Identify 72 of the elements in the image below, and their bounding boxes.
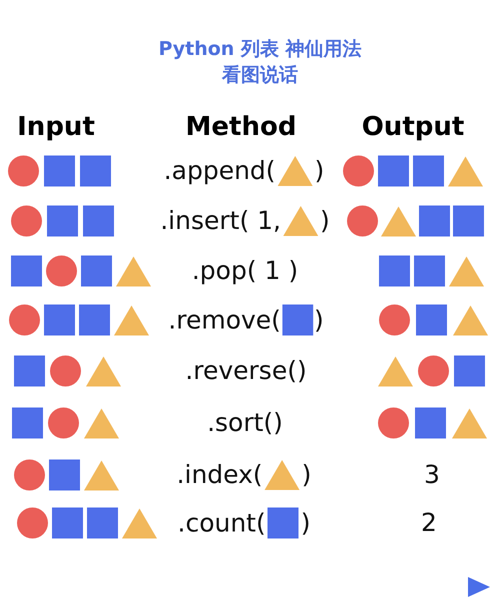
square-icon: [81, 256, 112, 286]
closing-paren: ): [314, 305, 324, 335]
square-icon: [379, 256, 410, 286]
square-icon: [44, 304, 75, 336]
square-icon: [52, 508, 83, 538]
triangle-icon: [116, 256, 151, 286]
closing-paren: ): [300, 508, 310, 538]
circle-icon: [347, 206, 378, 236]
column-header: Method: [186, 111, 296, 144]
closing-paren: ): [314, 156, 324, 186]
circle-icon: [17, 508, 48, 538]
circle-icon: [9, 304, 40, 336]
triangle-icon: [84, 460, 119, 490]
circle-icon: [418, 356, 449, 386]
method-name: .count(: [178, 508, 266, 538]
closing-paren: ): [320, 206, 330, 236]
column-header: Output: [362, 111, 464, 144]
square-icon: [416, 304, 447, 336]
square-icon: [413, 156, 444, 186]
square-icon: [282, 304, 313, 336]
triangle-icon: [453, 305, 488, 335]
square-icon: [268, 508, 299, 538]
circle-icon: [378, 408, 409, 438]
triangle-icon: [452, 408, 487, 438]
square-icon: [80, 156, 111, 186]
square-icon: [79, 304, 110, 336]
square-icon: [14, 356, 45, 386]
result-value: 2: [421, 508, 437, 538]
triangle-icon: [448, 156, 483, 186]
title: Python 列表 神仙用法: [158, 37, 362, 62]
subtitle: 看图说话: [222, 63, 298, 88]
square-icon: [49, 460, 80, 490]
triangle-icon: [122, 508, 157, 538]
method-name: .append(: [164, 156, 276, 186]
square-icon: [453, 206, 484, 236]
triangle-icon: [86, 356, 121, 386]
triangle-icon: [283, 206, 318, 236]
square-icon: [44, 156, 75, 186]
triangle-icon: [449, 256, 484, 286]
circle-icon: [46, 256, 77, 286]
square-icon: [414, 256, 445, 286]
square-icon: [11, 256, 42, 286]
circle-icon: [50, 356, 81, 386]
triangle-icon: [278, 156, 313, 186]
result-value: 3: [424, 460, 440, 490]
column-header: Input: [17, 111, 95, 144]
method-name: .index(: [176, 460, 263, 490]
square-icon: [454, 356, 485, 386]
circle-icon: [14, 460, 45, 490]
square-icon: [419, 206, 450, 236]
method-name: .reverse(): [185, 356, 307, 386]
method-name: .insert( 1,: [160, 206, 281, 236]
square-icon: [415, 408, 446, 438]
method-name: .remove(: [168, 305, 281, 335]
method-name: .sort(): [207, 408, 283, 438]
circle-icon: [343, 156, 374, 186]
circle-icon: [8, 156, 39, 186]
square-icon: [47, 206, 78, 236]
triangle-icon: [264, 460, 300, 490]
circle-icon: [379, 304, 410, 336]
square-icon: [378, 156, 409, 186]
triangle-icon: [84, 408, 119, 438]
closing-paren: ): [302, 460, 312, 490]
square-icon: [87, 508, 118, 538]
triangle-icon: [381, 206, 416, 236]
circle-icon: [48, 408, 79, 438]
square-icon: [83, 206, 114, 236]
method-name: .pop( 1 ): [192, 256, 298, 286]
triangle-icon: [114, 305, 149, 335]
circle-icon: [11, 206, 42, 236]
square-icon: [12, 408, 43, 438]
triangle-icon: [378, 356, 413, 386]
